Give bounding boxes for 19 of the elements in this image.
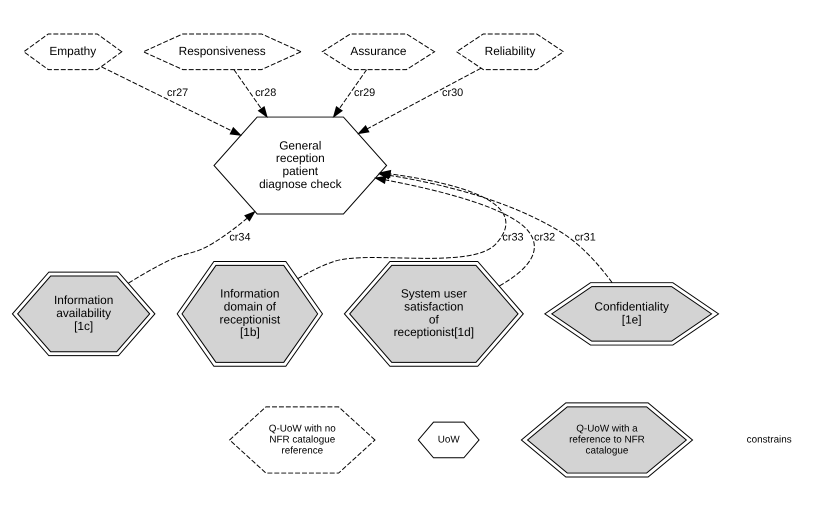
edge-label: cr27	[167, 87, 188, 100]
edge-label: cr32	[534, 231, 556, 244]
arrow	[128, 210, 256, 284]
legend-label: constrains	[746, 434, 792, 446]
legend-label: Q-UoW with no NFR catalogue reference	[268, 424, 336, 456]
edge-label: cr34	[229, 231, 251, 244]
arrow	[378, 171, 613, 283]
arrow	[332, 69, 368, 118]
legend-label: Q-UoW with a reference to NFR catalogue	[569, 424, 645, 456]
arrow	[374, 176, 535, 286]
arrow	[357, 68, 482, 134]
arrow	[101, 66, 242, 136]
edge-label: cr28	[255, 87, 276, 100]
edge-label: cr33	[502, 231, 524, 244]
edge-label: cr30	[442, 87, 464, 100]
legend-label: UoW	[438, 434, 460, 446]
edge-label: cr31	[574, 231, 596, 244]
edge-label: cr29	[354, 87, 376, 100]
arrow	[234, 69, 268, 118]
